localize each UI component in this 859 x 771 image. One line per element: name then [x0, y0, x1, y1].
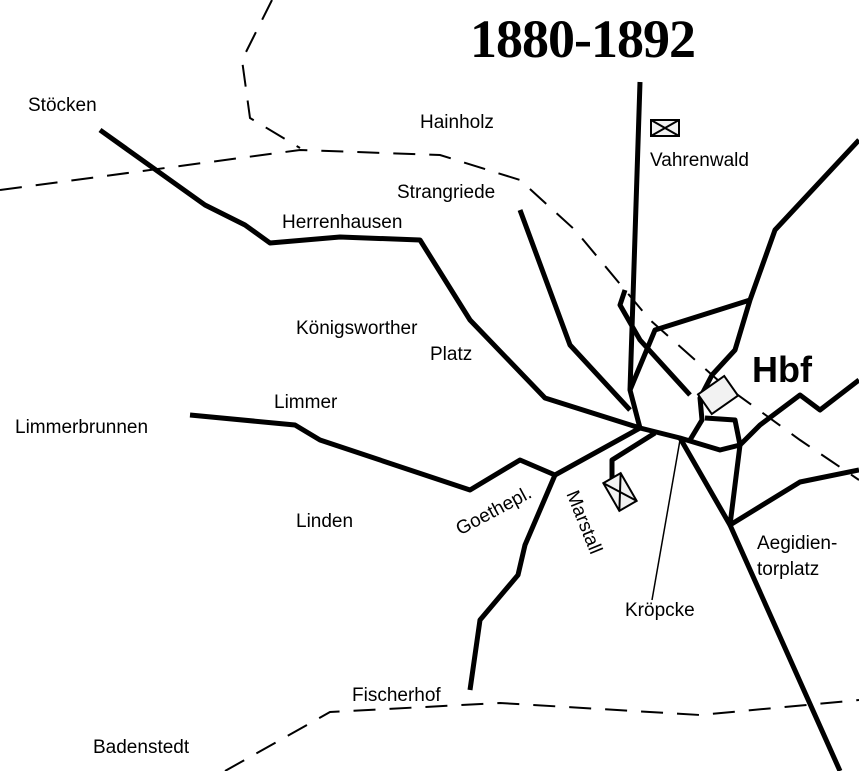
label-badenstedt: Badenstedt [93, 737, 190, 758]
label-platz: Platz [430, 344, 473, 365]
label-aegidien: Aegidien- [757, 533, 838, 554]
label-kroepcke: Kröpcke [625, 600, 695, 621]
tram-lines [98, 81, 859, 771]
label-stoecken: Stöcken [28, 95, 97, 116]
label-hainholz: Hainholz [420, 112, 494, 133]
station-building-icon [696, 374, 740, 416]
map-title: 1880-1892 [470, 9, 696, 69]
depot-icon [650, 119, 680, 137]
line-limmer [189, 412, 642, 493]
line-hbf-west [627, 297, 751, 391]
label-fischerhof: Fischerhof [352, 685, 441, 706]
depot-icon [601, 471, 639, 513]
label-koenigsworther: Königsworther [296, 318, 418, 339]
line-fischerhof [467, 474, 558, 691]
line-stoecken [98, 127, 641, 431]
boundary-south [224, 699, 859, 771]
line-aegidien [727, 444, 859, 528]
city-boundary-north [0, 148, 859, 481]
label-limmerbrunnen: Limmerbrunnen [15, 417, 149, 438]
label-strangriede: Strangriede [397, 182, 496, 203]
label-hbf: Hbf [752, 349, 812, 390]
label-torplatz: torplatz [757, 559, 820, 580]
line-marstall [609, 430, 657, 480]
line-southeast [677, 436, 843, 771]
label-linden: Linden [296, 511, 354, 532]
label-vahrenwald: Vahrenwald [650, 150, 749, 171]
line-strangriede [517, 209, 632, 412]
label-limmer: Limmer [274, 392, 338, 413]
line-center-east [639, 415, 743, 453]
line-northeast [687, 138, 859, 442]
kroepcke-pointer [651, 439, 681, 601]
line-hbf-north [617, 289, 692, 397]
boundary-northwest [240, 0, 301, 149]
label-herrenhausen: Herrenhausen [282, 212, 403, 233]
line-east [738, 378, 859, 447]
